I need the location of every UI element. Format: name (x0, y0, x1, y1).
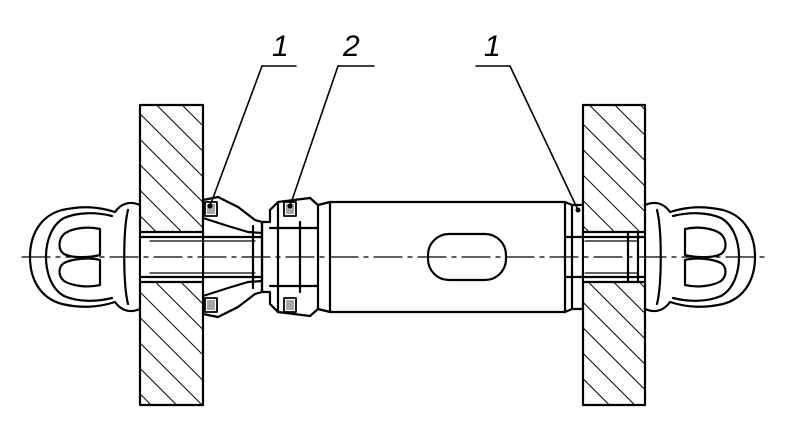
leader-dot (287, 203, 293, 209)
left-wall-section (138, 103, 205, 407)
leader-dot (207, 203, 213, 209)
seal-rings (204, 201, 297, 313)
left-threaded-stud (138, 235, 264, 279)
callout-1-right: 1 (484, 30, 501, 63)
right-wall-section (581, 103, 647, 407)
leader-lines (209, 65, 579, 211)
leader-dot (575, 207, 581, 213)
callout-2: 2 (342, 30, 360, 63)
callout-1-left: 1 (272, 30, 289, 63)
